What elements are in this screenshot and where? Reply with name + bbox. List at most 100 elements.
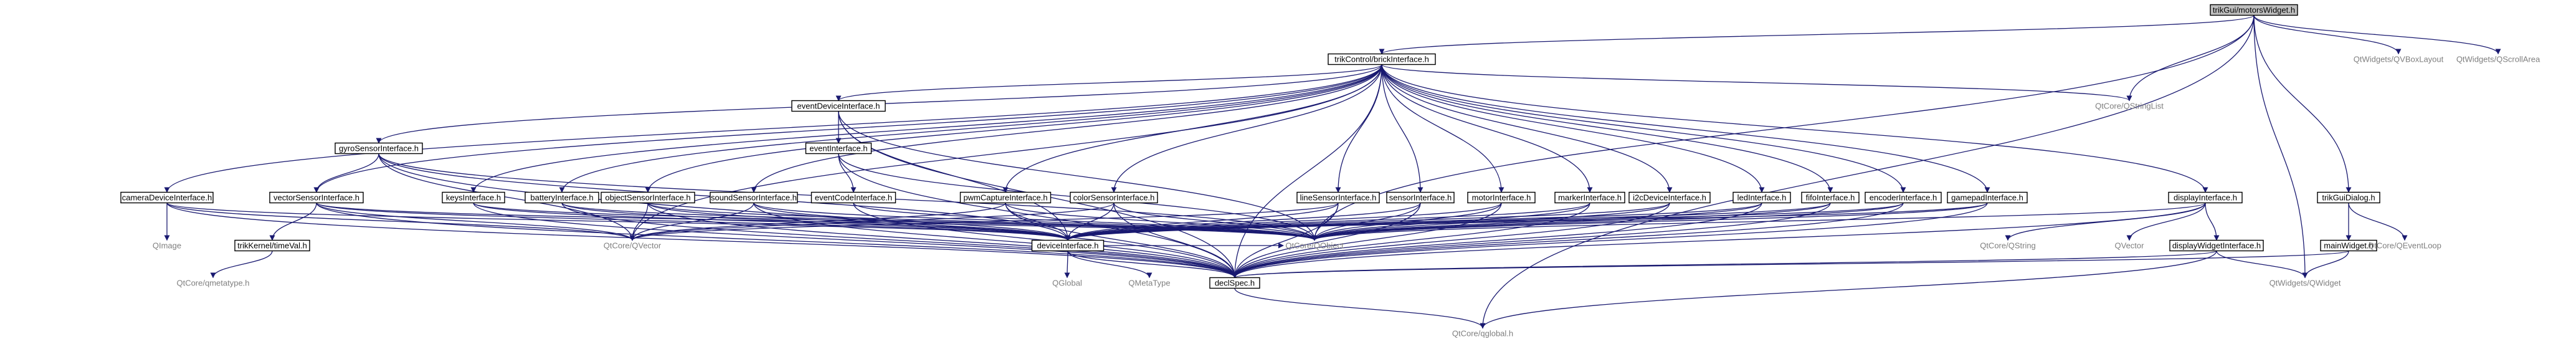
edge-dialog-to-qeventloop xyxy=(2348,203,2408,241)
edge-root-to-qtglobal xyxy=(1480,15,2255,329)
edge-event-to-eventcode xyxy=(838,153,857,193)
edge-pwm-to-declspec xyxy=(1005,203,1238,279)
node-gamepad[interactable]: gamepadInterface.h xyxy=(1947,191,2028,204)
edge-vector-to-qqvector xyxy=(316,203,635,241)
node-qtglobal: QtCore/qglobal.h xyxy=(1452,329,1513,338)
node-qscroll: QtWidgets/QScrollArea xyxy=(2456,55,2540,64)
edge-camera-to-declspec xyxy=(166,203,1238,279)
node-timeval[interactable]: trikKernel/timeVal.h xyxy=(234,239,310,252)
node-qvector: QVector xyxy=(2115,241,2145,251)
edge-color-to-qqvector xyxy=(629,202,1115,241)
node-box xyxy=(2210,4,2298,16)
edge-sound-to-declspec xyxy=(753,203,1238,279)
node-box xyxy=(805,142,872,155)
node-box xyxy=(1467,191,1536,204)
edge-brick-to-led xyxy=(1381,64,1765,193)
node-sensor[interactable]: sensorInterface.h xyxy=(1386,191,1455,204)
node-gyro[interactable]: gyroSensorInterface.h xyxy=(335,142,423,155)
node-display[interactable]: displayInterface.h xyxy=(2168,191,2243,204)
node-label: trikGui/motorsWidget.h xyxy=(2213,6,2295,15)
node-label: colorSensorInterface.h xyxy=(1073,193,1155,203)
edge-battery-to-qobject xyxy=(561,202,1318,241)
node-motor[interactable]: motorInterface.h xyxy=(1467,191,1536,204)
node-line[interactable]: lineSensorInterface.h xyxy=(1296,191,1380,204)
edge-eventcode-to-qobject xyxy=(853,202,1318,241)
edge-pwm-to-deviceinterface xyxy=(1005,203,1071,241)
node-declspec[interactable]: declSpec.h xyxy=(1209,277,1260,289)
node-brick[interactable]: trikControl/brickInterface.h xyxy=(1328,53,1436,65)
node-sound[interactable]: soundSensorInterface.h xyxy=(710,191,798,204)
node-root[interactable]: trikGui/motorsWidget.h xyxy=(2210,4,2298,16)
node-objectsensor[interactable]: objectSensorInterface.h xyxy=(601,191,695,204)
node-label: QtCore/QVector xyxy=(604,241,662,251)
node-box xyxy=(2317,191,2380,204)
node-box xyxy=(2168,191,2243,204)
node-label: mainWidget.h xyxy=(2324,241,2373,251)
node-vector[interactable]: vectorSensorInterface.h xyxy=(269,191,364,204)
node-label: vectorSensorInterface.h xyxy=(273,193,359,203)
node-label: QImage xyxy=(153,241,181,251)
edge-pwm-to-qobject xyxy=(1005,203,1318,241)
edge-brick-to-fifo xyxy=(1381,64,1833,193)
node-box xyxy=(710,191,798,204)
node-label: eventDeviceInterface.h xyxy=(797,102,880,111)
node-qqvector: QtCore/QVector xyxy=(604,241,662,251)
node-dialog[interactable]: trikGuiDialog.h xyxy=(2317,191,2380,204)
node-label: declSpec.h xyxy=(1215,279,1255,288)
node-pwm[interactable]: pwmCaptureInterface.h xyxy=(959,191,1052,204)
edge-fifo-to-qobject xyxy=(1311,202,1831,241)
edge-brick-to-declspec xyxy=(1232,64,1382,279)
node-qstring: QtCore/QString xyxy=(1980,241,2036,251)
node-eventcode[interactable]: eventCodeInterface.h xyxy=(810,191,896,204)
node-displaywidget[interactable]: displayWidgetInterface.h xyxy=(2169,239,2264,252)
edge-declspec-to-qtglobal xyxy=(1234,288,1486,329)
node-box xyxy=(1801,191,1860,204)
edge-brick-to-sound xyxy=(751,64,1382,193)
edge-timeval-to-qmetatype xyxy=(210,251,273,279)
node-label: QtWidgets/QWidget xyxy=(2269,279,2341,288)
node-label: QtCore/QStringList xyxy=(2095,102,2164,111)
node-box xyxy=(1328,53,1436,65)
node-box xyxy=(525,191,599,204)
edge-mainwidget-to-qwidget xyxy=(2302,251,2349,279)
edge-deviceinterface-to-qglobal xyxy=(1064,251,1070,279)
edge-keys-to-deviceinterface xyxy=(473,202,1071,241)
node-label: fifoInterface.h xyxy=(1806,193,1855,203)
node-i2c[interactable]: i2cDeviceInterface.h xyxy=(1628,191,1711,204)
edge-sound-to-deviceinterface xyxy=(753,203,1071,241)
edge-brick-to-camera xyxy=(164,64,1382,193)
edge-root-to-dialog xyxy=(2253,15,2352,193)
node-event[interactable]: eventInterface.h xyxy=(805,142,872,155)
edge-display-to-qobject xyxy=(1311,202,2206,241)
node-box xyxy=(1386,191,1455,204)
node-marker[interactable]: markerInterface.h xyxy=(1554,191,1625,204)
edge-line-to-deviceinterface xyxy=(1065,203,1339,241)
edge-sound-to-qqvector xyxy=(629,203,754,241)
node-qimage: QImage xyxy=(153,241,181,251)
node-fifo[interactable]: fifoInterface.h xyxy=(1801,191,1860,204)
edge-deviceinterface-to-qmetatype2 xyxy=(1067,251,1153,279)
edge-sensor-to-deviceinterface xyxy=(1065,203,1421,241)
edge-gamepad-to-qobject xyxy=(1311,202,1988,241)
node-led[interactable]: ledInterface.h xyxy=(1732,191,1791,204)
node-box xyxy=(2169,239,2264,252)
node-label: i2cDeviceInterface.h xyxy=(1633,193,1706,203)
node-color[interactable]: colorSensorInterface.h xyxy=(1070,191,1158,204)
node-label: displayWidgetInterface.h xyxy=(2172,241,2261,251)
node-qstringlist: QtCore/QStringList xyxy=(2095,102,2164,111)
node-label: gyroSensorInterface.h xyxy=(339,144,419,153)
node-label: QtCore/QObject xyxy=(1285,241,1344,251)
edge-camera-to-deviceinterface xyxy=(166,202,1071,241)
node-eventdevice[interactable]: eventDeviceInterface.h xyxy=(791,100,886,112)
node-label: deviceInterface.h xyxy=(1037,241,1098,251)
node-camera[interactable]: cameraDeviceInterface.h xyxy=(120,191,214,204)
edge-brick-to-color xyxy=(1111,64,1382,193)
node-box xyxy=(2320,239,2377,252)
node-mainwidget[interactable]: mainWidget.h xyxy=(2320,239,2377,252)
node-battery[interactable]: batteryInterface.h xyxy=(525,191,599,204)
node-encoder[interactable]: encoderInterface.h xyxy=(1865,191,1942,204)
node-deviceinterface[interactable]: deviceInterface.h xyxy=(1031,239,1105,252)
edge-brick-to-motor xyxy=(1381,64,1504,193)
node-keys[interactable]: keysInterface.h xyxy=(442,191,505,204)
node-label: lineSensorInterface.h xyxy=(1300,193,1377,203)
